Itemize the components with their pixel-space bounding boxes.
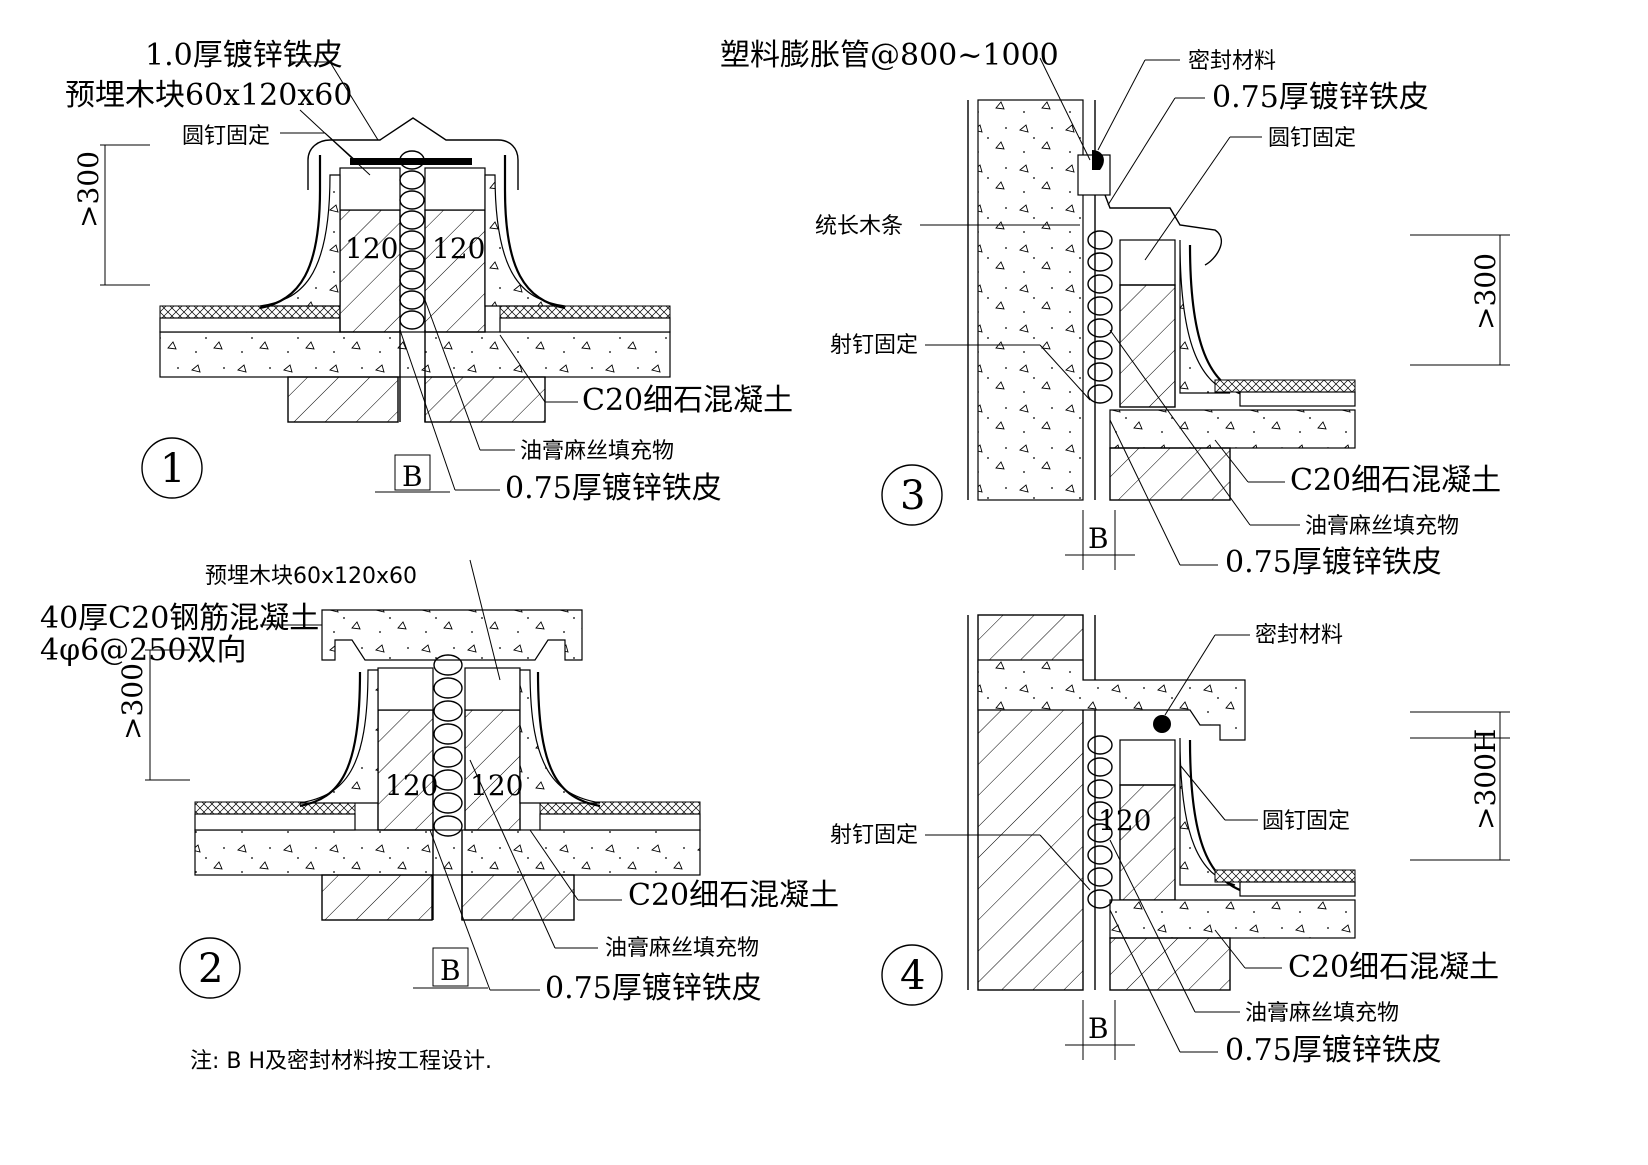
detail-4: >300H 120 B 密封材料 圆钉固定 射钉固定 C20细石混凝土 油膏麻丝… [830, 614, 1510, 1068]
d4-filler-label: 油膏麻丝填充物 [1245, 1001, 1399, 1026]
d1-metal-cap [307, 117, 519, 190]
d4-gap-label: B [1088, 1012, 1109, 1045]
d1-block-label: 预埋木块60x120x60 [65, 78, 352, 113]
d1-wall-right [424, 376, 546, 423]
d1-wall-left [287, 376, 399, 423]
d3-filler-coils [1087, 230, 1113, 404]
d4-seal-label: 密封材料 [1255, 623, 1343, 648]
d1-insulation-right [499, 305, 671, 319]
d2-width-b: 120 [470, 769, 523, 802]
d4-sheet-label: 0.75厚镀锌铁皮 [1225, 1033, 1442, 1068]
d1-width-a: 120 [345, 232, 398, 265]
d2-wall-left [321, 874, 433, 921]
d3-filler-label: 油膏麻丝填充物 [1305, 514, 1459, 539]
d2-concrete-slab [194, 829, 701, 876]
d2-concrete-label: C20细石混凝土 [628, 878, 839, 913]
d1-wood-block-left [339, 167, 401, 211]
footnote: 注: B H及密封材料按工程设计. [190, 1049, 492, 1074]
d1-upstand-right [424, 209, 486, 333]
d3-gap-label: B [1088, 522, 1109, 555]
d2-height-dim: >300 [116, 663, 149, 740]
d1-gap-label: B [402, 460, 423, 493]
d3-slab [1109, 409, 1356, 449]
d3-flashing [1104, 194, 1222, 266]
d4-coping [977, 659, 1246, 741]
d1-filler-coils [399, 150, 425, 330]
d3-wall [977, 99, 1084, 501]
d3-height-dim: >300 [1469, 253, 1502, 330]
d1-nail-label: 圆钉固定 [182, 124, 270, 149]
detail-3: >300 B 塑料膨胀管@800~1000 密封材料 0.75厚镀锌铁皮 圆钉固… [720, 38, 1510, 580]
d2-gap-label: B [440, 954, 461, 987]
d4-number: 4 [900, 953, 925, 999]
d1-concrete-slab [159, 331, 671, 378]
d2-width-a: 120 [385, 769, 438, 802]
d3-nail-label: 圆钉固定 [1268, 126, 1356, 151]
d1-number: 1 [160, 446, 185, 492]
d4-nail-label: 圆钉固定 [1262, 809, 1350, 834]
d3-pipe-label: 塑料膨胀管@800~1000 [720, 38, 1059, 73]
d3-seal-label: 密封材料 [1188, 49, 1276, 74]
d4-filler-coils [1087, 735, 1113, 909]
d1-concrete-label: C20细石混凝土 [582, 383, 793, 418]
d1-width-b: 120 [432, 232, 485, 265]
d2-slab-label: 40厚C20钢筋混凝土 [40, 601, 319, 636]
d2-filler-coils [433, 654, 463, 837]
d2-filler-label: 油膏麻丝填充物 [605, 936, 759, 961]
d3-strip-label: 统长木条 [815, 214, 903, 239]
d3-concrete-label: C20细石混凝土 [1290, 463, 1501, 498]
d2-rebar-label: 4φ6@250双向 [40, 633, 246, 668]
d3-shot-label: 射钉固定 [830, 333, 918, 358]
d4-height-dim: >300H [1469, 729, 1502, 830]
d2-wall-right [461, 874, 575, 921]
d4-slab [1109, 899, 1356, 939]
d2-sheet-label: 0.75厚镀锌铁皮 [545, 971, 762, 1006]
d3-sheet2-label: 0.75厚镀锌铁皮 [1225, 545, 1442, 580]
d4-width-label: 120 [1098, 804, 1151, 837]
d4-seal-bead [1153, 715, 1171, 733]
d1-sheet-label: 1.0厚镀锌铁皮 [145, 38, 343, 73]
d2-number: 2 [198, 946, 223, 992]
d1-wood-block-right [424, 167, 486, 211]
d1-upstand-left [339, 209, 401, 333]
d1-height-dim: >300 [72, 151, 105, 228]
d2-precast-cap [321, 609, 583, 661]
detail-2: >300 120 120 B 预埋木块60x120x60 40厚C20钢筋混凝土… [40, 559, 839, 1006]
d1-sheet2-label: 0.75厚镀锌铁皮 [505, 471, 722, 506]
d1-filler-label: 油膏麻丝填充物 [520, 439, 674, 464]
d2-block-label: 预埋木块60x120x60 [205, 564, 417, 589]
d4-concrete-label: C20细石混凝土 [1288, 950, 1499, 985]
d1-insulation-left [159, 305, 341, 319]
d4-shot-label: 射钉固定 [830, 823, 918, 848]
d3-number: 3 [900, 473, 925, 519]
d3-sheet-label: 0.75厚镀锌铁皮 [1212, 80, 1429, 115]
detail-1: >300 120 120 B 1.0厚镀锌铁皮 预埋木块60x120x60 圆钉… [65, 38, 793, 506]
